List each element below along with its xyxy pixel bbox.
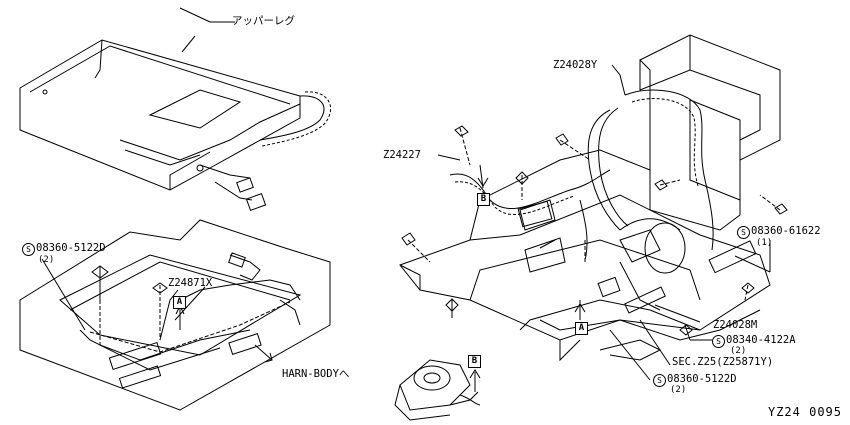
label-z24028y: Z24028Y [553,59,598,71]
diagram-code: YZ24 0095 [767,405,842,419]
qty-screw-5122d-bottom: (2) [670,385,687,395]
seat-base-frame [400,35,787,380]
label-sec-z25: SEC.Z25(Z25871Y) [672,356,774,368]
screw-symbol-icon: S [737,226,750,239]
motor-detail [395,360,480,420]
screw-symbol-icon: S [653,374,666,387]
qty-screw-4122a: (2) [730,346,747,356]
leader-lines [540,240,555,248]
ref-box-b-bottom: B [468,355,481,368]
upper-seat-cushion [20,8,331,210]
label-harn-body: HARN-BODYへ [282,368,350,380]
ref-box-b-right: B [477,193,490,206]
qty-screw-5122d-top: (2) [38,255,55,265]
screw-symbol-icon: S [712,335,725,348]
label-z24028m: Z24028M [713,319,758,331]
label-z24227: Z24227 [383,149,421,161]
label-z24871x: Z24871X [168,277,213,289]
lower-seat-frame [20,220,330,410]
screw-part-number: 08360-5122D [36,242,106,254]
ref-box-a-left: A [173,296,186,309]
screw-part-number: 08360-5122D [667,373,737,385]
screw-part-number: 08360-61622 [751,225,821,237]
qty-screw-61622: (1) [756,238,773,248]
label-upper-leg: アッパーレグ [232,15,295,27]
ref-box-a-right: A [575,322,588,335]
screw-symbol-icon: S [22,243,35,256]
screw-part-number: 08340-4122A [726,334,796,346]
